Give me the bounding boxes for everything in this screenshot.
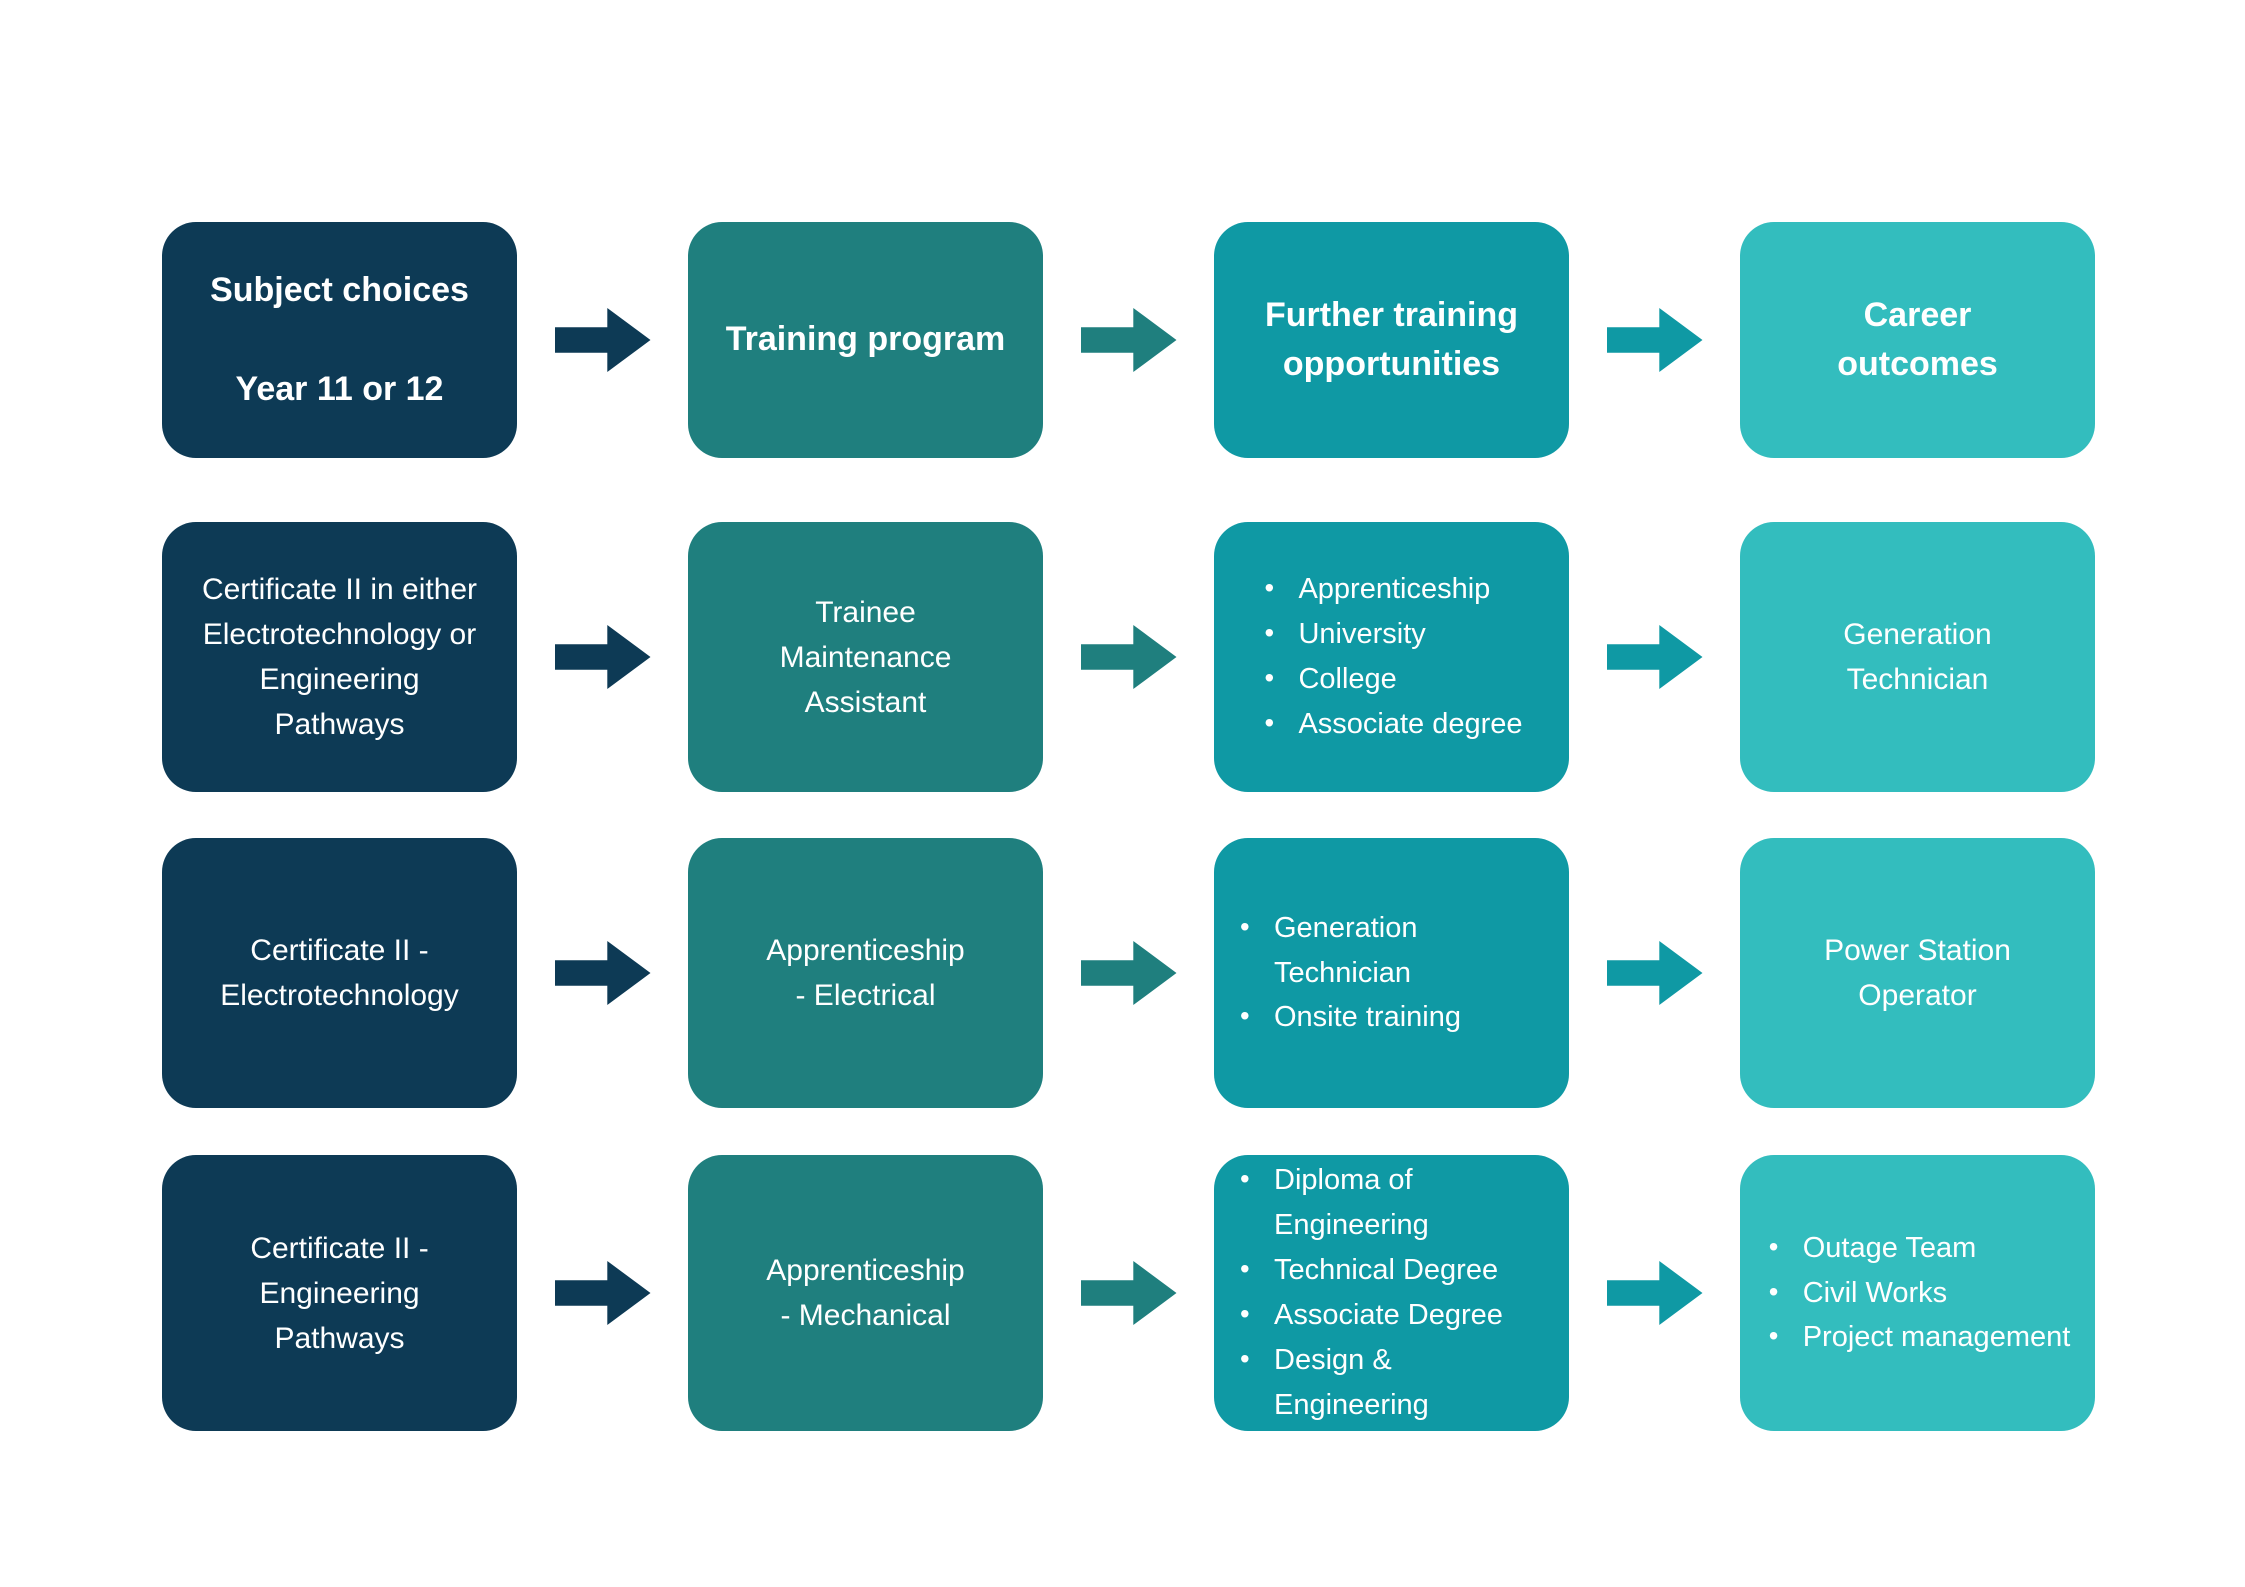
list-item: Generation Technician xyxy=(1236,906,1547,996)
box-certificate2-either: Certificate II in either Electrotechnolo… xyxy=(162,522,517,792)
box-certificate2-electrotechnology: Certificate II - Electrotechnology xyxy=(162,838,517,1108)
further-training-list-row3: Generation TechnicianOnsite training xyxy=(1236,906,1547,1041)
box-trainee-maintenance-assistant: Trainee Maintenance Assistant xyxy=(688,522,1043,792)
arrow-right-icon xyxy=(554,625,651,689)
box-certificate2-electrotechnology-label: Certificate II - Electrotechnology xyxy=(220,934,459,1012)
box-certificate2-engineering-pathways: Certificate II - Engineering Pathways xyxy=(162,1155,517,1431)
box-certificate2-engineering-pathways-label: Certificate II - Engineering Pathways xyxy=(250,1231,429,1355)
box-career-outcomes-label: Career outcomes xyxy=(1837,295,1998,383)
arrow-gutter xyxy=(1569,222,1740,458)
list-item: Diploma of Engineering xyxy=(1236,1158,1547,1248)
list-item: College xyxy=(1260,657,1522,702)
arrow-gutter xyxy=(517,222,688,458)
career-outcomes-list-row4: Outage TeamCivil WorksProject management xyxy=(1765,1226,2071,1361)
arrow-gutter xyxy=(517,522,688,792)
box-trainee-maintenance-label: Trainee Maintenance Assistant xyxy=(779,595,952,719)
arrow-gutter xyxy=(1043,222,1214,458)
arrow-gutter xyxy=(1043,522,1214,792)
further-training-list-row4: Diploma of EngineeringTechnical DegreeAs… xyxy=(1236,1158,1547,1428)
arrow-right-icon xyxy=(1080,625,1177,689)
box-generation-technician: Generation Technician xyxy=(1740,522,2095,792)
list-item: Apprenticeship xyxy=(1260,567,1522,612)
arrow-right-icon xyxy=(1606,308,1703,372)
arrow-gutter xyxy=(517,1155,688,1431)
list-item: Civil Works xyxy=(1765,1271,2071,1316)
box-generation-technician-label: Generation Technician xyxy=(1843,618,1992,696)
list-item: Technical Degree xyxy=(1236,1248,1547,1293)
career-pathway-flowchart: Subject choices Year 11 or 12 Training p… xyxy=(162,222,2095,1431)
box-apprenticeship-electrical-label: Apprenticeship - Electrical xyxy=(766,934,965,1012)
box-power-station-operator-label: Power Station Operator xyxy=(1824,934,2011,1012)
box-training-program-label: Training program xyxy=(725,320,1006,359)
arrow-gutter xyxy=(1043,838,1214,1108)
list-item: Associate degree xyxy=(1260,702,1522,747)
box-power-station-operator: Power Station Operator xyxy=(1740,838,2095,1108)
arrow-right-icon xyxy=(1080,308,1177,372)
list-item: Onsite training xyxy=(1236,995,1547,1040)
box-further-training-label: Further training opportunities xyxy=(1264,295,1519,383)
list-item: Project management xyxy=(1765,1315,2071,1360)
arrow-right-icon xyxy=(554,941,651,1005)
box-career-outcomes-list-row4: Outage TeamCivil WorksProject management xyxy=(1740,1155,2095,1431)
box-subject-choices: Subject choices Year 11 or 12 xyxy=(162,222,517,458)
arrow-gutter xyxy=(517,838,688,1108)
arrow-right-icon xyxy=(1606,625,1703,689)
arrow-right-icon xyxy=(554,1261,651,1325)
list-item: Associate Degree xyxy=(1236,1293,1547,1338)
arrow-gutter xyxy=(1569,1155,1740,1431)
arrow-right-icon xyxy=(554,308,651,372)
arrow-right-icon xyxy=(1606,941,1703,1005)
box-further-training-opportunities: Further training opportunities xyxy=(1214,222,1569,458)
list-item: University xyxy=(1260,612,1522,657)
arrow-gutter xyxy=(1569,522,1740,792)
box-further-training-list-row2: ApprenticeshipUniversityCollegeAssociate… xyxy=(1214,522,1569,792)
list-item: Design & Engineering xyxy=(1236,1338,1547,1428)
box-apprenticeship-mechanical-label: Apprenticeship - Mechanical xyxy=(766,1254,965,1332)
arrow-gutter xyxy=(1043,1155,1214,1431)
box-training-program: Training program xyxy=(688,222,1043,458)
box-further-training-list-row3: Generation TechnicianOnsite training xyxy=(1214,838,1569,1108)
box-apprenticeship-mechanical: Apprenticeship - Mechanical xyxy=(688,1155,1043,1431)
list-item: Outage Team xyxy=(1765,1226,2071,1271)
arrow-right-icon xyxy=(1080,941,1177,1005)
box-subject-choices-label: Subject choices Year 11 or 12 xyxy=(210,271,469,408)
box-career-outcomes: Career outcomes xyxy=(1740,222,2095,458)
arrow-right-icon xyxy=(1080,1261,1177,1325)
further-training-list-row2: ApprenticeshipUniversityCollegeAssociate… xyxy=(1260,567,1522,747)
arrow-gutter xyxy=(1569,838,1740,1108)
box-apprenticeship-electrical: Apprenticeship - Electrical xyxy=(688,838,1043,1108)
arrow-right-icon xyxy=(1606,1261,1703,1325)
box-certificate2-either-label: Certificate II in either Electrotechnolo… xyxy=(201,573,478,741)
box-further-training-list-row4: Diploma of EngineeringTechnical DegreeAs… xyxy=(1214,1155,1569,1431)
